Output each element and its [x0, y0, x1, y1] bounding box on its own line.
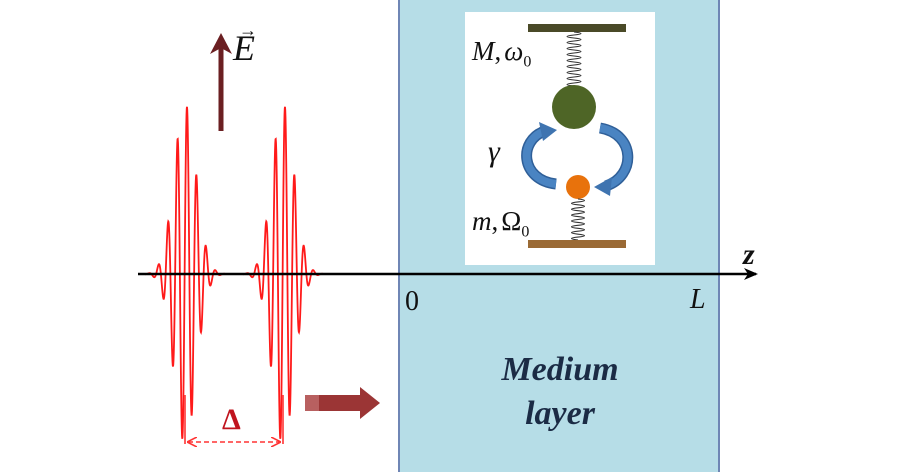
axis-label-z: z: [743, 238, 755, 271]
medium-label-line2: layer: [525, 395, 595, 432]
light-freq-sub: 0: [521, 223, 530, 241]
field-symbol: E: [233, 28, 255, 68]
top-wall: [528, 24, 626, 32]
heavy-mass-symbol: M: [472, 36, 495, 66]
heavy-oscillator-label: M,ω0: [472, 36, 531, 77]
light-mass-symbol: m: [472, 206, 492, 236]
pulse-1: [145, 106, 226, 439]
heavy-freq-symbol: ω: [504, 36, 524, 66]
coupling-arrow-left: [521, 122, 558, 190]
field-vector-arrow: →: [239, 20, 257, 40]
heavy-mass: [552, 85, 596, 129]
length-label: L: [690, 284, 706, 315]
top-spring: [566, 31, 582, 87]
pulse-2: [243, 106, 324, 439]
light-freq-symbol: Ω: [501, 206, 522, 236]
light-mass: [566, 175, 590, 199]
bottom-spring: [570, 198, 586, 241]
bottom-wall: [528, 240, 626, 248]
heavy-sep: ,: [494, 36, 502, 66]
field-label: → E: [233, 20, 257, 68]
medium-label-line1: Medium: [501, 351, 619, 388]
coupling-arrow-right: [594, 122, 634, 196]
coupling-label: γ: [488, 135, 500, 168]
field-arrow: [210, 33, 232, 131]
medium-label: Medium layer: [455, 348, 665, 436]
propagation-arrow: [305, 387, 380, 419]
delay-label: Δ: [222, 403, 241, 436]
delay-marker: [184, 395, 284, 444]
light-sep: ,: [491, 206, 499, 236]
light-oscillator-label: m,Ω0: [472, 206, 529, 247]
heavy-freq-sub: 0: [523, 53, 532, 71]
origin-label: 0: [405, 286, 419, 317]
